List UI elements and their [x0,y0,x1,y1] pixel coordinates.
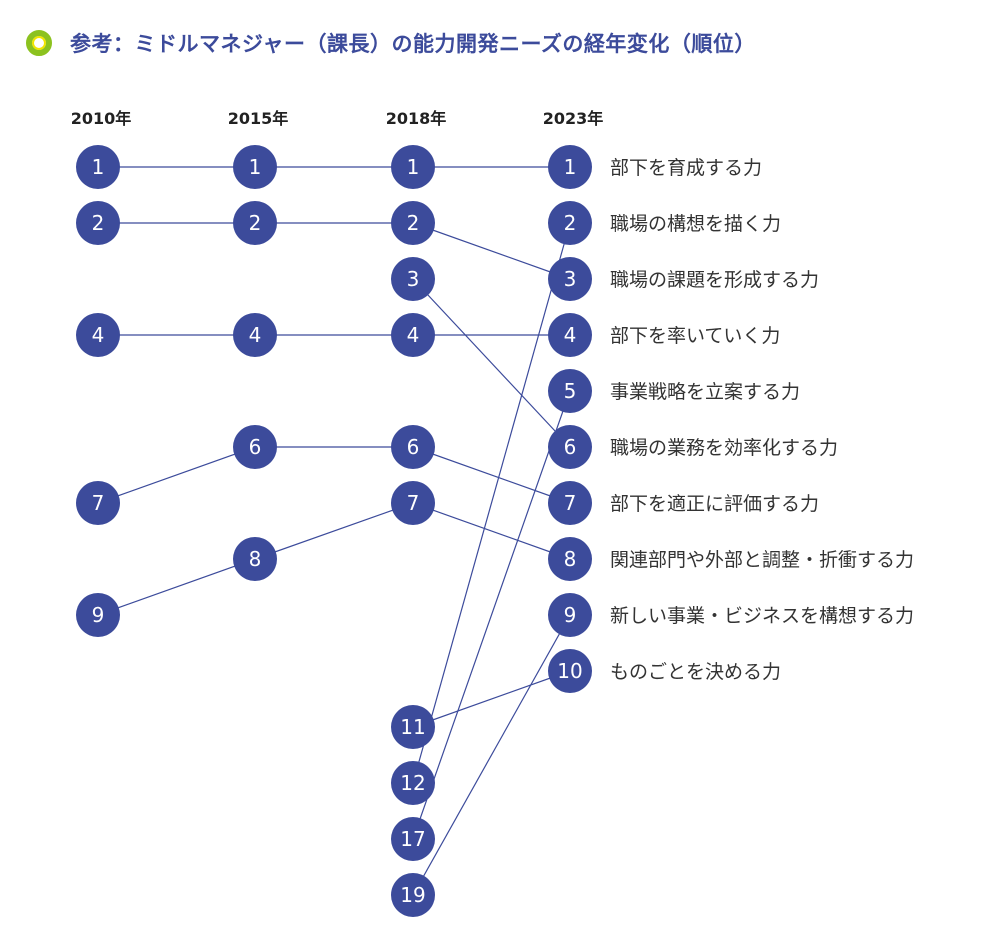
rank-node [233,425,277,469]
rank-connector-line [412,446,571,504]
rank-node [548,425,592,469]
rank-node [391,313,435,357]
rank-connector-line [412,614,571,896]
rank-connector-line [412,222,571,280]
rank-node [391,705,435,749]
rank-number: 1 [92,155,105,179]
ring-bullet-icon [26,30,52,56]
rank-number: 2 [407,211,420,235]
chart-title: 参考：ミドルマネジャー（課長）の能力開発ニーズの経年変化（順位） [70,32,756,56]
rank-number: 2 [564,211,577,235]
rank-node [391,481,435,525]
rank-number: 7 [564,491,577,515]
rank-node [233,201,277,245]
item-label: 新しい事業・ビジネスを構想する力 [610,605,914,627]
year-label: 2015年 [228,109,289,128]
item-label: 事業戦略を立案する力 [610,381,800,403]
item-label: 職場の業務を効率化する力 [610,437,838,459]
rank-node [233,537,277,581]
item-label: 部下を率いていく力 [610,325,780,347]
rank-node [548,201,592,245]
rank-node [76,201,120,245]
rank-node [76,593,120,637]
rank-node [76,313,120,357]
rank-node [391,201,435,245]
rank-connector-line [97,446,256,504]
rank-number: 3 [407,267,420,291]
rank-number: 6 [249,435,262,459]
rank-connector-line [412,390,571,840]
rank-number: 10 [557,659,582,683]
rank-number: 4 [564,323,577,347]
rank-node [548,145,592,189]
rank-node [548,649,592,693]
rank-number: 3 [564,267,577,291]
rank-number: 9 [92,603,105,627]
rank-number: 19 [400,883,425,907]
rank-node [391,873,435,917]
rank-number: 8 [249,547,262,571]
item-label: 関連部門や外部と調整・折衝する力 [610,549,914,571]
rank-connector-line [412,222,571,784]
rank-number: 12 [400,771,425,795]
rank-connector-line [97,558,256,616]
rank-node [548,313,592,357]
item-label: 部下を適正に評価する力 [610,493,819,515]
rank-number: 4 [92,323,105,347]
item-label: ものごとを決める力 [610,661,781,683]
year-label: 2023年 [543,109,604,128]
rank-number: 6 [564,435,577,459]
item-label: 職場の構想を描く力 [610,213,781,235]
rank-number: 2 [249,211,262,235]
rank-node [233,145,277,189]
rank-node [391,817,435,861]
rank-number: 1 [249,155,262,179]
rank-node [391,425,435,469]
rank-number: 5 [564,379,577,403]
rank-node [76,145,120,189]
connector-lines [97,166,571,896]
rank-number: 7 [407,491,420,515]
rank-number: 9 [564,603,577,627]
rank-number: 17 [400,827,425,851]
rank-node [548,481,592,525]
title-row: 参考：ミドルマネジャー（課長）の能力開発ニーズの経年変化（順位） [26,28,756,58]
rank-node [548,537,592,581]
rank-number: 11 [400,715,425,739]
rank-number: 4 [407,323,420,347]
rank-node [391,761,435,805]
rank-number: 2 [92,211,105,235]
rank-number: 1 [407,155,420,179]
rank-number: 8 [564,547,577,571]
rank-node [391,145,435,189]
rank-number: 4 [249,323,262,347]
year-label: 2018年 [386,109,447,128]
rank-connector-line [254,502,414,560]
rank-connector-line [412,278,571,448]
rank-node [548,593,592,637]
rank-number: 6 [407,435,420,459]
rank-number: 1 [564,155,577,179]
rank-node [548,369,592,413]
rank-connector-line [412,670,571,728]
rank-node [76,481,120,525]
rank-node [391,257,435,301]
item-label: 部下を育成する力 [610,157,762,179]
year-label: 2010年 [71,109,132,128]
rank-node [548,257,592,301]
rank-connector-line [412,502,571,560]
rank-number: 7 [92,491,105,515]
item-label: 職場の課題を形成する力 [610,269,819,291]
rank-node [233,313,277,357]
